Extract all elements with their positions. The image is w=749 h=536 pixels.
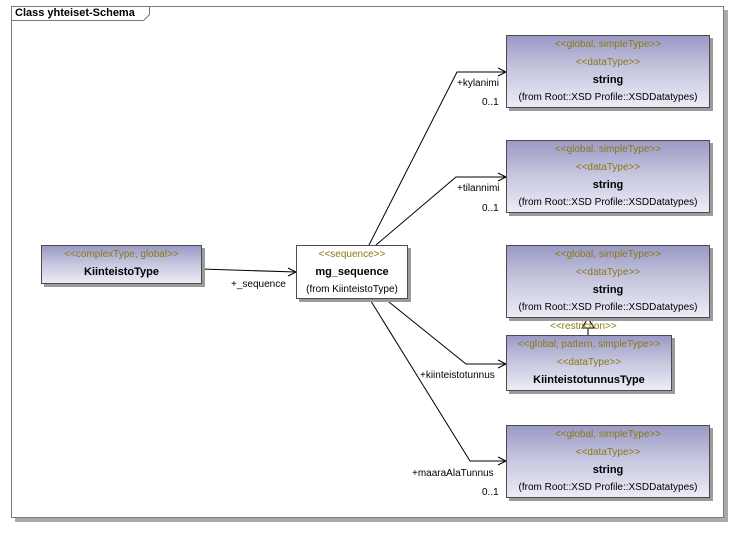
string-tilannimi-stereotype-1: <<global, simpleType>> xyxy=(554,144,662,155)
tilannimi-role-label: +tilannimi xyxy=(457,183,500,194)
frame-tab-outline xyxy=(11,6,150,21)
string-class-tilannimi[interactable]: <<global, simpleType>> <<dataType>> stri… xyxy=(506,140,710,213)
tilannimi-association-line[interactable] xyxy=(375,176,506,246)
string-restriction-name: string xyxy=(592,284,624,296)
string-maara-ala-name: string xyxy=(592,464,624,476)
kiinteisto-type-name: KiinteistoType xyxy=(84,266,159,278)
string-tilannimi-stereotype-2: <<dataType>> xyxy=(575,162,641,173)
string-tilannimi-name: string xyxy=(592,179,624,191)
sequence-association-line[interactable] xyxy=(200,268,297,273)
kiinteisto-type-class[interactable]: <<complexType, global>> KiinteistoType xyxy=(41,245,202,284)
string-maara-ala-stereotype-2: <<dataType>> xyxy=(575,447,641,458)
tilannimi-multiplicity-label: 0..1 xyxy=(482,203,499,214)
kiinteistotunnus-type-class[interactable]: <<global, pattern, simpleType>> <<dataTy… xyxy=(506,335,672,391)
string-class-restriction[interactable]: <<global, simpleType>> <<dataType>> stri… xyxy=(506,245,710,318)
diagram-title: Class yhteiset-Schema xyxy=(15,7,135,19)
kiinteistotunnus-association-line[interactable] xyxy=(383,297,506,365)
kylanimi-multiplicity-label: 0..1 xyxy=(482,97,499,108)
string-class-kylanimi[interactable]: <<global, simpleType>> <<dataType>> stri… xyxy=(506,35,710,108)
kiinteistotunnus-type-stereotype-2: <<dataType>> xyxy=(556,357,622,368)
kiinteistotunnus-role-label: +kiinteistotunnus xyxy=(420,370,495,381)
string-restriction-stereotype-1: <<global, simpleType>> xyxy=(554,249,662,260)
string-class-maara-ala-tunnus[interactable]: <<global, simpleType>> <<dataType>> stri… xyxy=(506,425,710,498)
string-restriction-stereotype-2: <<dataType>> xyxy=(575,267,641,278)
string-maara-ala-stereotype-1: <<global, simpleType>> xyxy=(554,429,662,440)
kiinteisto-type-stereotype: <<complexType, global>> xyxy=(64,249,179,260)
mg-sequence-from: (from KiinteistoType) xyxy=(306,284,398,295)
mg-sequence-class[interactable]: <<sequence>> mg_sequence (from Kiinteist… xyxy=(296,245,408,299)
string-restriction-from: (from Root::XSD Profile::XSDDatatypes) xyxy=(518,302,698,313)
mg-sequence-stereotype: <<sequence>> xyxy=(318,249,386,260)
string-kylanimi-stereotype-1: <<global, simpleType>> xyxy=(554,39,662,50)
string-kylanimi-from: (from Root::XSD Profile::XSDDatatypes) xyxy=(518,92,698,103)
mg-sequence-name: mg_sequence xyxy=(315,266,389,278)
string-kylanimi-stereotype-2: <<dataType>> xyxy=(575,57,641,68)
kiinteistotunnus-type-stereotype-1: <<global, pattern, simpleType>> xyxy=(517,339,661,350)
string-kylanimi-name: string xyxy=(592,74,624,86)
kiinteistotunnus-type-name: KiinteistotunnusType xyxy=(533,374,645,386)
sequence-role-label: +_sequence xyxy=(231,279,286,290)
kylanimi-association-line[interactable] xyxy=(368,71,506,246)
string-tilannimi-from: (from Root::XSD Profile::XSDDatatypes) xyxy=(518,197,698,208)
restriction-triangle-icon xyxy=(581,317,595,329)
maara-ala-tunnus-role-label: +maaraAlaTunnus xyxy=(412,468,494,479)
maara-ala-tunnus-multiplicity-label: 0..1 xyxy=(482,487,499,498)
string-maara-ala-from: (from Root::XSD Profile::XSDDatatypes) xyxy=(518,482,698,493)
restriction-stereotype-label: <<restriction>> xyxy=(550,321,617,332)
maara-ala-tunnus-association-line[interactable] xyxy=(368,297,506,462)
kylanimi-role-label: +kylanimi xyxy=(457,78,499,89)
